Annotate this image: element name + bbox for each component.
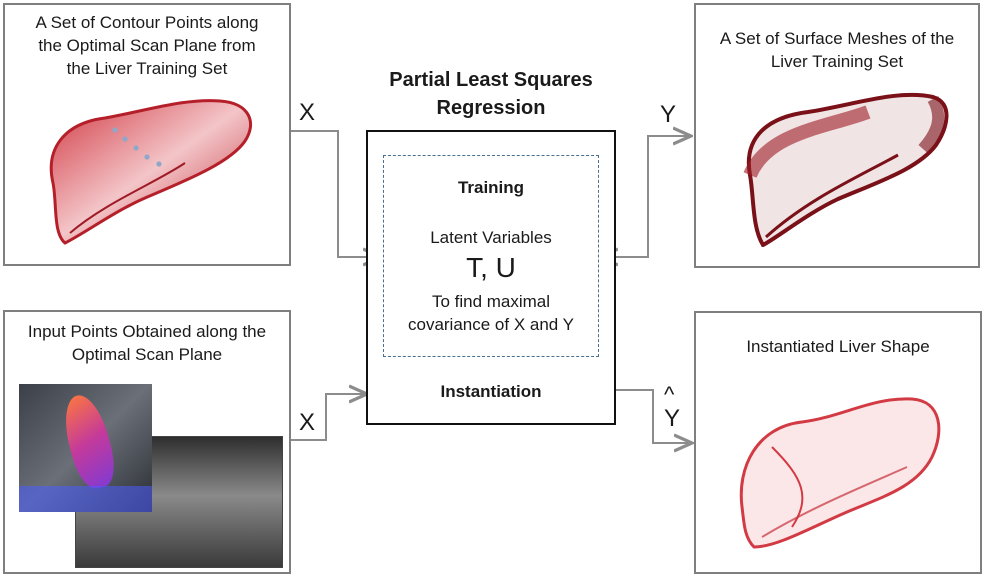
liver-contour-image [49, 99, 253, 245]
x-label-bottom: X [299, 409, 316, 436]
surface-meshes-title: A Set of Surface Meshes of the Liver Tra… [719, 29, 955, 71]
liver-instantiated-image [739, 397, 941, 549]
pls-title: Partial Least Squares Regression [389, 69, 593, 119]
pls-box: Training Latent Variables T, U To find m… [366, 130, 616, 425]
contour-points-title: A Set of Contour Points along the Optima… [35, 13, 259, 78]
covariance-description: To find maximal covariance of X and Y [407, 292, 574, 334]
instantiated-liver-panel: Instantiated Liver Shape [694, 311, 982, 574]
instantiated-liver-title: Instantiated Liver Shape [746, 337, 930, 356]
y-hat-caret: ^ [664, 382, 675, 407]
arrow-y-hat [615, 389, 692, 443]
y-hat-label: Y [664, 405, 681, 432]
surface-meshes-panel: A Set of Surface Meshes of the Liver Tra… [694, 3, 980, 268]
arrow-x-bottom [290, 394, 367, 441]
liver-mesh-image [743, 92, 949, 247]
contour-points-panel: A Set of Contour Points along the Optima… [3, 3, 291, 266]
y-label-top: Y [660, 101, 677, 128]
tu-label: T, U [466, 252, 516, 283]
latent-variables-label: Latent Variables [430, 228, 552, 247]
instantiation-label: Instantiation [440, 382, 542, 401]
training-label: Training [457, 178, 525, 197]
x-label-top: X [299, 99, 316, 126]
input-points-title: Input Points Obtained along the Optimal … [27, 322, 267, 364]
arrow-x-top [290, 130, 381, 257]
input-points-panel: Input Points Obtained along the Optimal … [3, 310, 291, 574]
probe-render-image [19, 384, 152, 512]
training-subbox [383, 155, 599, 357]
